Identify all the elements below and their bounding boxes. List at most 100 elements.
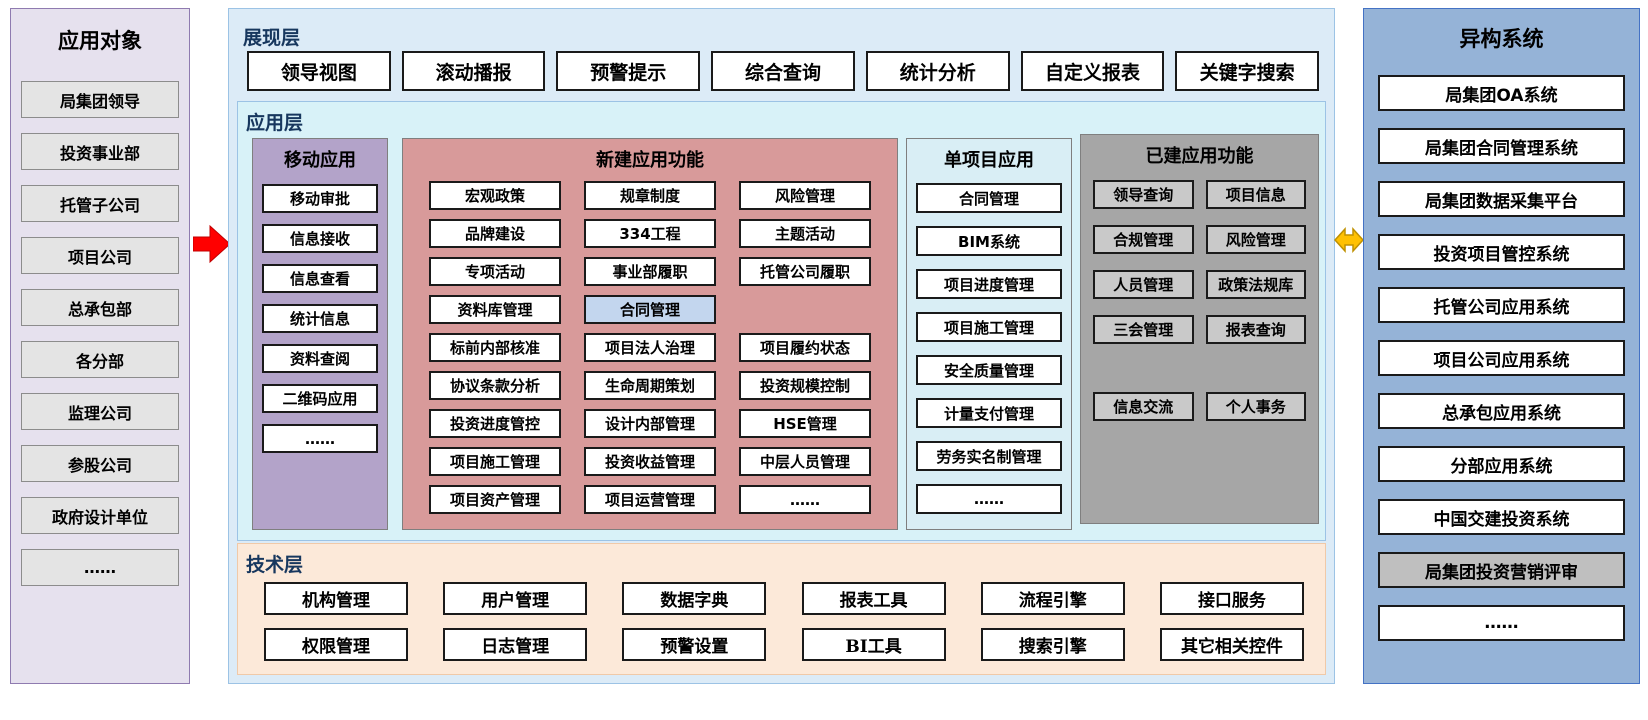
single-project-item: 安全质量管理 (916, 355, 1062, 385)
new-functions-grid: 宏观政策 品牌建设 专项活动 资料库管理 标前内部核准 协议条款分析 投资进度管… (403, 172, 897, 514)
tech-item: 权限管理 (264, 628, 408, 661)
application-layer-title: 应用层 (246, 112, 304, 134)
function-item: 专项活动 (429, 257, 561, 286)
hetero-system-item: …… (1378, 605, 1625, 641)
presentation-layer-title: 展现层 (243, 27, 301, 49)
app-object-item: 局集团领导 (21, 81, 179, 118)
hetero-system-item: 总承包应用系统 (1378, 393, 1625, 429)
function-item: 规章制度 (584, 181, 716, 210)
function-item: 设计内部管理 (584, 409, 716, 438)
hetero-system-item-gray: 局集团投资营销评审 (1378, 552, 1625, 588)
built-functions-title: 已建应用功能 (1145, 146, 1254, 167)
single-project-item: 合同管理 (916, 183, 1062, 213)
built-function-item: 信息交流 (1093, 392, 1194, 421)
tech-item: BI工具 (801, 628, 946, 661)
hetero-system-item: 局集团OA系统 (1378, 75, 1625, 111)
function-item: 宏观政策 (429, 181, 561, 210)
mobile-app-item: 二维码应用 (262, 384, 378, 413)
single-project-item: 劳务实名制管理 (916, 441, 1062, 471)
app-object-item: 参股公司 (21, 445, 179, 482)
function-item: 投资进度管控 (429, 409, 561, 438)
function-item: 项目法人治理 (584, 333, 716, 362)
tech-item: 用户管理 (443, 582, 588, 615)
tech-item: 搜索引擎 (980, 628, 1125, 661)
single-project-item: 项目进度管理 (916, 269, 1062, 299)
technology-row-2: 权限管理 日志管理 预警设置 BI工具 搜索引擎 其它相关控件 (264, 628, 1304, 661)
hetero-systems-title: 异构系统 (1459, 27, 1544, 51)
built-functions-bottom: 信息交流 个人事务 (1081, 344, 1318, 421)
function-item: …… (739, 485, 871, 514)
app-object-item: 投资事业部 (21, 133, 179, 170)
mobile-app-item: 资料查阅 (262, 344, 378, 373)
new-functions-title: 新建应用功能 (596, 150, 704, 171)
tech-item: 接口服务 (1159, 582, 1304, 615)
app-objects-panel: 应用对象 局集团领导 投资事业部 托管子公司 项目公司 总承包部 各分部 监理公… (10, 8, 190, 684)
tech-item: 数据字典 (622, 582, 767, 615)
built-function-item: 个人事务 (1205, 392, 1306, 421)
function-item: 事业部履职 (584, 257, 716, 286)
app-object-item: 政府设计单位 (21, 497, 179, 534)
hetero-system-item: 局集团合同管理系统 (1378, 128, 1625, 164)
presentation-item: 预警提示 (556, 51, 701, 91)
built-function-item: 项目信息 (1205, 180, 1306, 209)
function-item: 投资规模控制 (739, 371, 871, 400)
mobile-app-item: 统计信息 (262, 304, 378, 333)
single-project-item: 计量支付管理 (916, 398, 1062, 428)
function-item: 中层人员管理 (739, 447, 871, 476)
built-functions-grid: 领导查询 项目信息 合规管理 风险管理 人员管理 政策法规库 三会管理 报表查询 (1081, 168, 1318, 344)
app-object-item: …… (21, 549, 179, 586)
hetero-system-item: 投资项目管控系统 (1378, 234, 1625, 270)
app-object-item: 各分部 (21, 341, 179, 378)
tech-item: 机构管理 (264, 582, 408, 615)
app-object-item: 托管子公司 (21, 185, 179, 222)
app-object-item: 项目公司 (21, 237, 179, 274)
flow-arrow-right-icon (193, 224, 231, 264)
tech-item: 流程引擎 (980, 582, 1125, 615)
hetero-system-item: 分部应用系统 (1378, 446, 1625, 482)
function-item: 生命周期策划 (584, 371, 716, 400)
presentation-item: 领导视图 (247, 51, 391, 91)
single-project-item: BIM系统 (916, 226, 1062, 256)
function-item: 项目履约状态 (739, 333, 871, 362)
mobile-app-list: 移动审批 信息接收 信息查看 统计信息 资料查阅 二维码应用 …… (253, 172, 387, 453)
tech-item: 报表工具 (801, 582, 946, 615)
function-item: 项目施工管理 (429, 447, 561, 476)
sync-arrow-icon (1334, 227, 1364, 253)
built-function-item: 合规管理 (1093, 225, 1194, 254)
tech-item: 其它相关控件 (1159, 628, 1304, 661)
function-item-highlighted: 合同管理 (584, 295, 716, 324)
app-objects-list: 局集团领导 投资事业部 托管子公司 项目公司 总承包部 各分部 监理公司 参股公… (11, 55, 189, 586)
technology-layer-title: 技术层 (246, 554, 304, 576)
presentation-item: 统计分析 (865, 51, 1010, 91)
mobile-app-item: 移动审批 (262, 184, 378, 213)
built-function-item: 领导查询 (1093, 180, 1194, 209)
presentation-item: 自定义报表 (1020, 51, 1165, 91)
hetero-system-item: 局集团数据采集平台 (1378, 181, 1625, 217)
function-item: 334工程 (584, 219, 716, 248)
mobile-app-panel: 移动应用 移动审批 信息接收 信息查看 统计信息 资料查阅 二维码应用 …… (252, 138, 388, 530)
hetero-systems-list: 局集团OA系统 局集团合同管理系统 局集团数据采集平台 投资项目管控系统 托管公… (1364, 53, 1639, 641)
presentation-item: 滚动播报 (401, 51, 546, 91)
function-item: 项目运营管理 (584, 485, 716, 514)
built-function-item: 政策法规库 (1205, 270, 1306, 299)
new-functions-col1: 宏观政策 品牌建设 专项活动 资料库管理 标前内部核准 协议条款分析 投资进度管… (429, 181, 561, 514)
function-item: 协议条款分析 (429, 371, 561, 400)
single-project-item: …… (916, 484, 1062, 514)
mobile-app-item: 信息查看 (262, 264, 378, 293)
platform-panel: 展现层 领导视图 滚动播报 预警提示 综合查询 统计分析 自定义报表 关键字搜索… (228, 8, 1335, 684)
tech-item: 预警设置 (622, 628, 767, 661)
presentation-layer: 领导视图 滚动播报 预警提示 综合查询 统计分析 自定义报表 关键字搜索 (247, 51, 1320, 91)
hetero-system-item: 托管公司应用系统 (1378, 287, 1625, 323)
app-objects-title: 应用对象 (58, 29, 142, 53)
mobile-app-item: …… (262, 424, 378, 453)
hetero-systems-panel: 异构系统 局集团OA系统 局集团合同管理系统 局集团数据采集平台 投资项目管控系… (1363, 8, 1640, 684)
function-item: 品牌建设 (429, 219, 561, 248)
presentation-item: 关键字搜索 (1175, 51, 1320, 91)
single-project-item: 项目施工管理 (916, 312, 1062, 342)
tech-item: 日志管理 (443, 628, 588, 661)
function-item: 投资收益管理 (584, 447, 716, 476)
technology-layer: 技术层 机构管理 用户管理 数据字典 报表工具 流程引擎 接口服务 权限管理 日… (237, 543, 1326, 675)
function-item: 项目资产管理 (429, 485, 561, 514)
built-functions-panel: 已建应用功能 领导查询 项目信息 合规管理 风险管理 人员管理 政策法规库 三会… (1080, 134, 1319, 524)
single-project-panel: 单项目应用 合同管理 BIM系统 项目进度管理 项目施工管理 安全质量管理 计量… (906, 138, 1072, 530)
